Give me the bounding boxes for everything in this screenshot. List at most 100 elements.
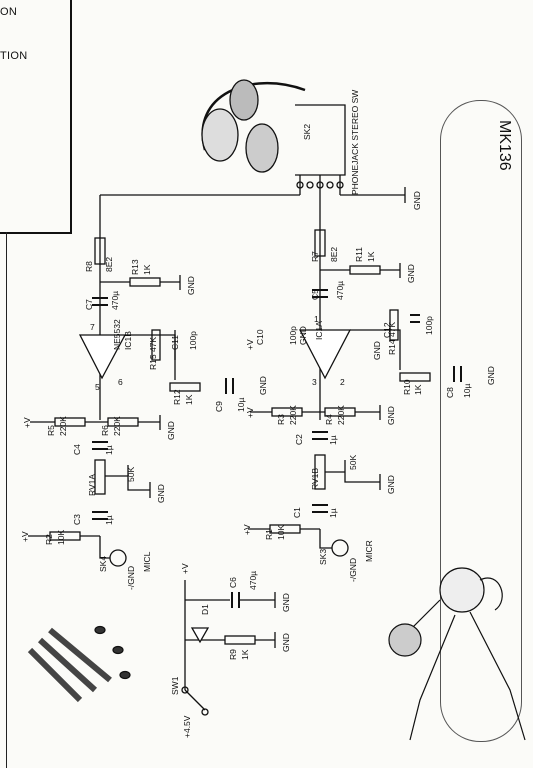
label-ne5532: NE5532 [112, 319, 122, 350]
label-ic1b: IC1B [123, 331, 133, 350]
value-r5: 220K [58, 416, 68, 436]
gnd-label-ic1a: GND [372, 341, 382, 360]
value-r12: 1K [184, 394, 194, 405]
label-c4: C4 [72, 444, 82, 455]
label-gnd-mic-r: -/GND [348, 558, 358, 582]
label-ic1a: IC1A [314, 321, 324, 340]
label-r3: R3 [276, 414, 286, 425]
label-c11: C11 [170, 335, 180, 350]
label-c1: C1 [292, 507, 302, 518]
label-rv1b: RV1B [310, 468, 320, 490]
label-sw1: SW1 [170, 676, 180, 695]
label-c7: C7 [84, 299, 94, 310]
label-vplus-left-bias: +V [22, 417, 32, 428]
label-pin3: 3 [312, 377, 317, 387]
value-c1: 1µ [328, 508, 338, 518]
label-c12: C12 [382, 322, 392, 338]
label-r5: R5 [46, 425, 56, 436]
label-rv1a: RV1A [87, 474, 97, 496]
gnd-label-r9: GND [281, 633, 291, 652]
value-r7: 8E2 [329, 247, 339, 262]
header-box: ON TION [0, 0, 72, 234]
music-notes-icon [27, 625, 131, 703]
label-micr: MICR [364, 540, 374, 562]
header-line-1: ON [0, 6, 18, 18]
label-r15: R15 47K [148, 337, 158, 370]
label-pin6: 6 [118, 377, 123, 387]
cartoon-figure [388, 567, 526, 741]
value-r9: 1K [240, 649, 250, 660]
value-c8: 10µ [462, 384, 472, 398]
label-sk4: SK4 [98, 556, 108, 572]
value-rv1b: 50K [348, 455, 358, 470]
value-c4: 1µ [104, 445, 114, 455]
value-r8: 8E2 [104, 257, 114, 272]
gnd-label-r6: GND [166, 421, 176, 440]
label-vplus-power: +V [180, 563, 190, 574]
model-title: MK136 [486, 100, 526, 220]
header-line-2: TION [0, 50, 28, 62]
label-r7: R7 [310, 251, 320, 262]
value-r13: 1K [142, 264, 152, 275]
label-c6: C6 [228, 577, 238, 588]
gnd-label-c10: GND [298, 326, 308, 345]
gnd-label-rv1a: GND [156, 484, 166, 503]
label-pin2: 2 [340, 377, 345, 387]
label-sk3: SK3 [318, 549, 328, 565]
hang-slot [440, 100, 522, 742]
label-phonejack: PHONEJACK STEREO SW [350, 90, 360, 195]
value-c7: 470µ [110, 291, 120, 310]
label-r1: R1 [264, 529, 274, 540]
gnd-label-r11: GND [406, 264, 416, 283]
value-c6: 470µ [248, 571, 258, 590]
value-r10: 1K [413, 384, 423, 395]
value-c9: 10µ [236, 398, 246, 412]
label-supply: +4.5V [182, 715, 192, 738]
label-r4: R4 [324, 414, 334, 425]
label-pin5: 5 [95, 382, 100, 392]
model-title-text: MK136 [496, 120, 513, 171]
value-c12: 100p [424, 316, 434, 335]
value-c10: 100p [288, 326, 298, 345]
gnd-label-c8: GND [486, 366, 496, 385]
left-border [0, 232, 7, 768]
label-micl: MICL [142, 551, 152, 572]
label-c3: C3 [72, 514, 82, 525]
gnd-label-c6: GND [281, 593, 291, 612]
label-vplus-mic-l: +V [20, 531, 30, 542]
gnd-label-jack: GND [412, 191, 422, 210]
label-c9: C9 [214, 401, 224, 412]
label-r10: R10 [402, 379, 412, 395]
value-r2: 10K [56, 530, 66, 545]
label-d1: D1 [200, 604, 210, 615]
value-r1: 10K [276, 525, 286, 540]
gnd-label-r4: GND [386, 406, 396, 425]
value-r3: 220K [288, 405, 298, 425]
label-c8: C8 [445, 387, 455, 398]
label-pin7: 7 [90, 322, 95, 332]
label-r8: R8 [84, 261, 94, 272]
value-c5: 470µ [335, 281, 345, 300]
label-r12: R12 [172, 389, 182, 405]
value-c2: 1µ [328, 435, 338, 445]
label-r9: R9 [228, 649, 238, 660]
label-r14: R14 47K [387, 322, 397, 355]
label-pin1: 1 [314, 314, 319, 324]
label-c10: C10 [255, 329, 265, 345]
value-c3: 1µ [104, 515, 114, 525]
gnd-label-r13: GND [186, 276, 196, 295]
gnd-label-c9: GND [258, 376, 268, 395]
label-c5: C5 [310, 289, 320, 300]
label-r11: R11 [354, 247, 364, 262]
gnd-label-rv1b: GND [386, 475, 396, 494]
label-r6: R6 [100, 425, 110, 436]
label-vplus-mic-r: +V [242, 524, 252, 535]
label-gnd-mic-l: -/GND [126, 566, 136, 590]
value-r4: 220K [336, 405, 346, 425]
value-c11: 100p [188, 331, 198, 350]
value-r11: 1K [366, 251, 376, 262]
label-r2: R2 [44, 534, 54, 545]
value-rv1a: 50K [126, 467, 136, 482]
label-sk2: SK2 [302, 124, 312, 140]
